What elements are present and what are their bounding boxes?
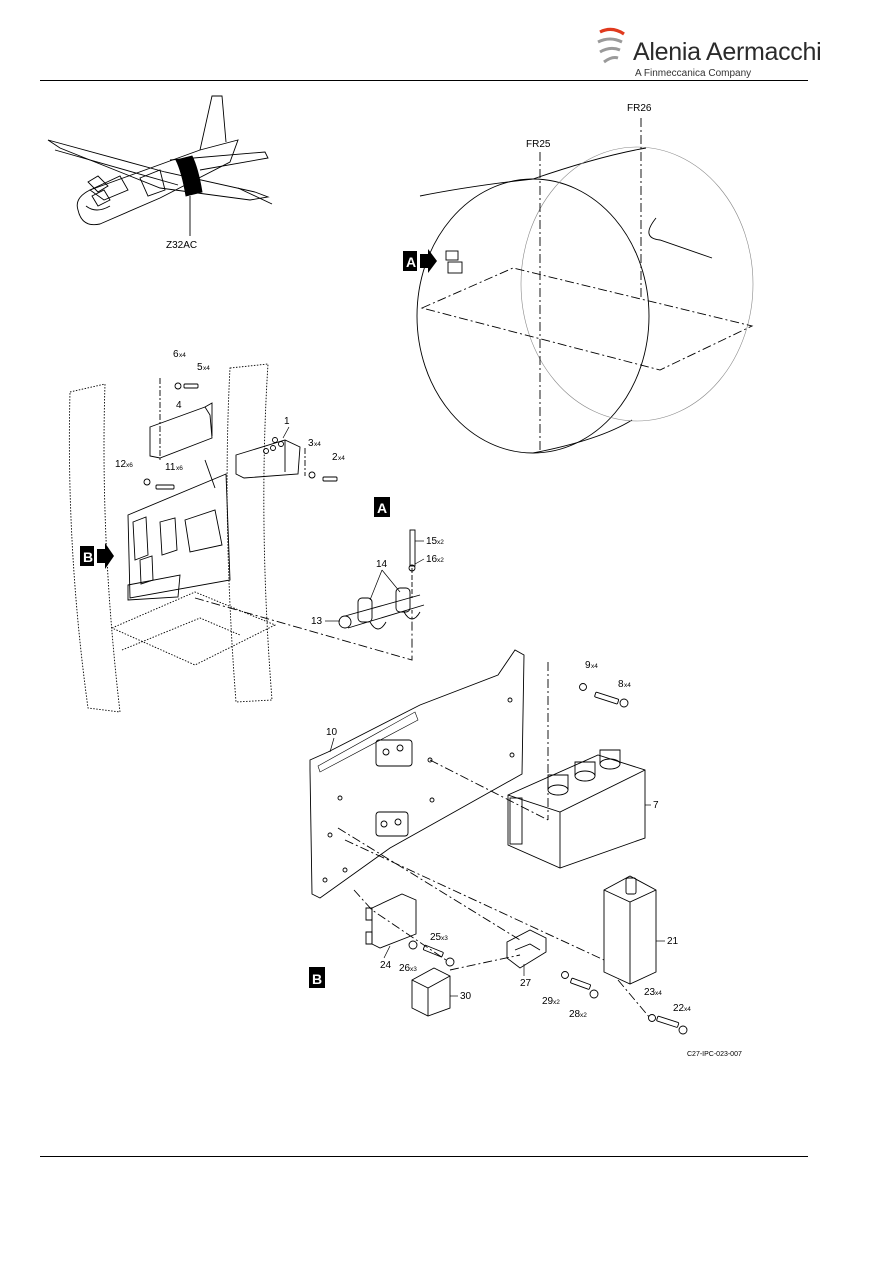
leader-lines (282, 426, 665, 997)
frame-label-fr25: FR25 (526, 139, 551, 150)
panel-assembly (127, 402, 301, 601)
callout-5-qty: x4 (203, 365, 210, 372)
view-b-label: B (312, 971, 322, 987)
callout-11: 11 (165, 462, 176, 473)
coupler-assembly (194, 529, 425, 661)
header-rule (40, 80, 808, 81)
callout-7: 7 (653, 800, 659, 811)
aircraft-locator (47, 95, 273, 236)
callout-11-qty: x6 (176, 465, 183, 472)
callout-12: 12 (115, 459, 127, 470)
brand-name: Alenia Aermacchi (633, 38, 822, 66)
structure-frames (68, 363, 277, 713)
view-a-label-icon (374, 497, 390, 517)
callout-8: 8 (618, 679, 624, 690)
brand-logo (596, 24, 632, 68)
components-24-27-30 (337, 827, 605, 1017)
callout-30: 30 (460, 991, 472, 1002)
frame-label-fr26: FR26 (627, 103, 652, 114)
callout-15-qty: x2 (437, 539, 444, 546)
zone-label: Z32AC (166, 240, 197, 251)
callout-1: 1 (284, 416, 290, 427)
callout-16: 16 (426, 554, 438, 565)
callout-12-qty: x6 (126, 462, 133, 469)
callout-28-qty: x2 (580, 1012, 587, 1019)
figure-reference: C27-IPC-023-007 (687, 1051, 742, 1058)
view-b-locator-letter: B (83, 549, 93, 565)
callout-9: 9 (585, 660, 591, 671)
callout-24: 24 (380, 960, 392, 971)
callout-26: 26 (399, 963, 411, 974)
callout-4: 4 (176, 400, 182, 411)
callout-5: 5 (197, 362, 203, 373)
callout-3: 3 (308, 438, 314, 449)
panel-fasteners (143, 378, 338, 490)
view-b-arrow-icon (80, 543, 114, 569)
logo-mark-icon (597, 27, 625, 64)
mounting-plate (309, 649, 525, 899)
callout-29-qty: x2 (553, 999, 560, 1006)
callout-22: 22 (673, 1003, 685, 1014)
component-7 (429, 662, 646, 869)
callout-27: 27 (520, 978, 532, 989)
callout-22-qty: x4 (684, 1006, 691, 1013)
callout-10: 10 (326, 727, 338, 738)
callout-25-qty: x3 (441, 935, 448, 942)
view-a-arrow-icon (403, 249, 437, 273)
callout-29: 29 (542, 996, 554, 1007)
footer-rule (40, 1156, 808, 1157)
fuselage-section (416, 118, 754, 454)
callout-14: 14 (376, 559, 388, 570)
callout-26-qty: x3 (410, 966, 417, 973)
callout-6-qty: x4 (179, 352, 186, 359)
callout-labels: 1 2 x4 3 x4 4 5 x4 6 x4 7 8 x4 9 x4 10 1… (115, 349, 691, 1020)
callout-23-qty: x4 (655, 990, 662, 997)
component-21 (603, 875, 688, 1035)
callout-23: 23 (644, 987, 656, 998)
callout-28: 28 (569, 1009, 581, 1020)
brand-tagline: A Finmeccanica Company (635, 68, 752, 79)
callout-13: 13 (311, 616, 323, 627)
view-a-label: A (377, 500, 387, 516)
callout-21: 21 (667, 936, 679, 947)
callout-16-qty: x2 (437, 557, 444, 564)
fasteners-8-9 (579, 683, 629, 708)
callout-2: 2 (332, 452, 338, 463)
view-a-locator-letter: A (406, 254, 416, 270)
view-b-label-icon (309, 967, 325, 988)
callout-8-qty: x4 (624, 682, 631, 689)
callout-25: 25 (430, 932, 442, 943)
callout-2-qty: x4 (338, 455, 345, 462)
callout-9-qty: x4 (591, 663, 598, 670)
callout-15: 15 (426, 536, 438, 547)
callout-3-qty: x4 (314, 441, 321, 448)
callout-6: 6 (173, 349, 179, 360)
